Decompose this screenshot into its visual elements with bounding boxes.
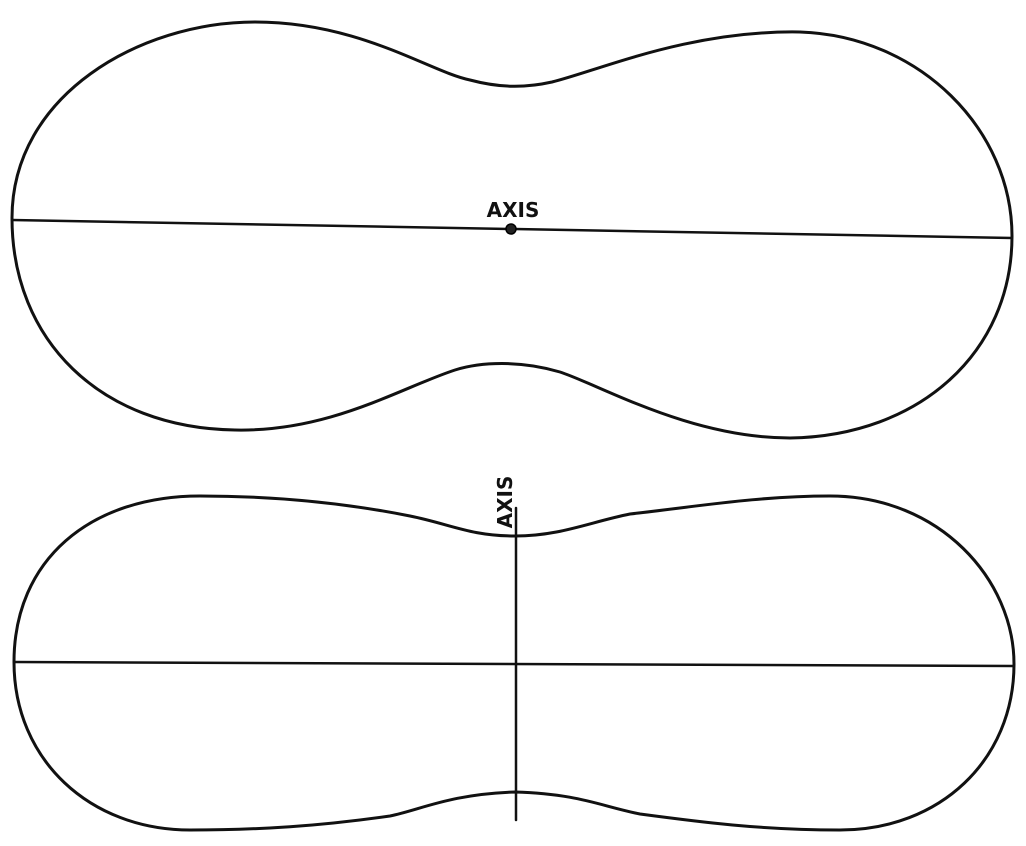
top-axis-pivot-point: [505, 223, 517, 235]
side-peanut-outline: [12, 494, 1016, 832]
top-view: AXIS: [10, 20, 1014, 440]
side-view: AXIS: [12, 476, 1016, 832]
top-peanut-outline: [10, 20, 1014, 440]
side-horizontal-axis-line: [12, 660, 1016, 668]
top-axis-label: AXIS: [487, 198, 540, 222]
side-axis-label: AXIS: [493, 476, 517, 529]
